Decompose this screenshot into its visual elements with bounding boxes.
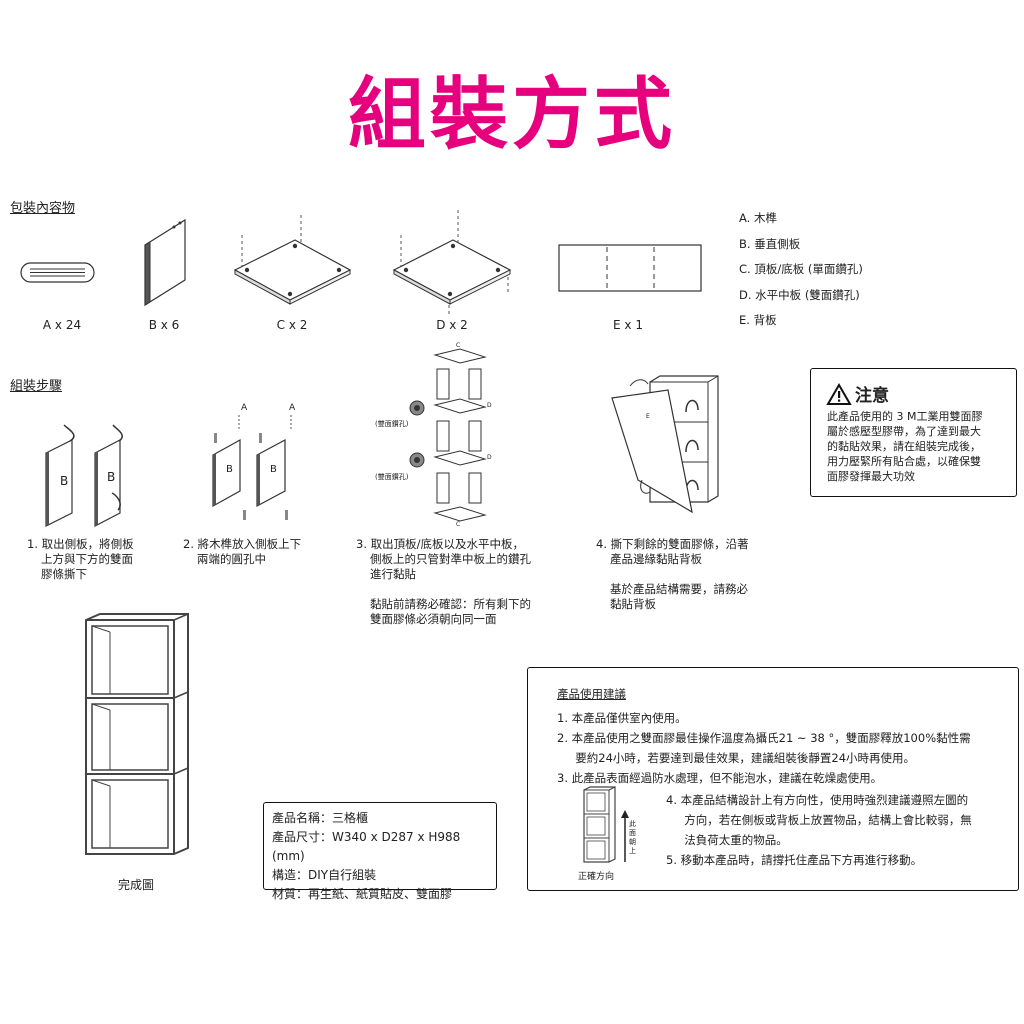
usage-item: 方向，若在側板或背板上放置物品，結構上會比較弱，無 — [666, 813, 972, 827]
top-panel-illustration — [233, 215, 352, 305]
step-4-line: 黏貼背板 — [610, 597, 656, 611]
notice-box: 注意 此產品使用的 3 M工業用雙面膠 屬於感壓型膠帶，為了達到最大 的黏貼效果… — [810, 368, 1017, 497]
step-3-line: 進行黏貼 — [370, 567, 416, 581]
step-3-line: 雙面膠條必須朝向同一面 — [370, 612, 497, 626]
arrow-label-char: 上 — [629, 847, 636, 855]
notice-title: 注意 — [855, 386, 889, 406]
step3-bottom-label: C — [456, 521, 461, 528]
direction-cabinet-illustration — [583, 786, 616, 863]
finished-label: 完成圖 — [118, 878, 155, 892]
notice-line: 此產品使用的 3 M工業用雙面膠 — [827, 410, 983, 423]
product-size: 產品尺寸：W340 x D287 x H988 (mm) — [272, 830, 461, 863]
step-3-line: 側板上的只管對準中板上的鑽孔 — [370, 552, 531, 566]
legend-item: B. 垂直側板 — [739, 236, 801, 251]
middle-panel-illustration — [392, 210, 512, 315]
legend-item: C. 頂板/底板 (單面鑽孔) — [739, 262, 863, 276]
step2-panel-label-2: B — [270, 464, 277, 475]
direction-label: 正確方向 — [578, 872, 615, 882]
notice-line: 屬於感壓型膠帶，為了達到最大 — [827, 425, 981, 438]
usage-item: 5. 移動本產品時，請撐托住產品下方再進行移動。 — [666, 853, 923, 867]
arrow-label-char: 面 — [629, 829, 636, 837]
usage-item: 1. 本產品僅供室內使用。 — [557, 711, 687, 725]
step4-back-label: E — [646, 413, 650, 420]
usage-item: 要約24小時，若要達到最佳效果，建議組裝後靜置24小時再使用。 — [557, 751, 916, 765]
step4-diagram — [611, 375, 719, 514]
item-c-label: C x 2 — [276, 318, 308, 332]
step-3-line: 黏貼前請務必確認：所有剩下的 — [370, 597, 531, 611]
step-3-line: 3. 取出頂板/底板以及水平中板， — [356, 537, 525, 551]
product-structure: 構造：DIY自行組裝 — [272, 868, 377, 882]
arrow-label-char: 此 — [629, 820, 636, 828]
product-material: 材質：再生紙、紙質貼皮、雙面膠 — [272, 887, 453, 901]
step-3-text: 3. 取出頂板/底板以及水平中板， 側板上的只管對準中板上的鑽孔 進行黏貼 黏貼… — [356, 537, 531, 627]
notice-body: 此產品使用的 3 M工業用雙面膠 屬於感壓型膠帶，為了達到最大 的黏貼效果，請在… — [827, 409, 982, 484]
step3-top-label: C — [456, 342, 461, 349]
item-d-label: D x 2 — [436, 318, 468, 332]
product-info-box: 產品名稱：三格櫃 產品尺寸：W340 x D287 x H988 (mm) 構造… — [263, 802, 497, 901]
usage-item: 4. 本產品結構設計上有方向性，使用時強烈建議遵照左圖的 — [666, 793, 969, 807]
up-arrow-icon — [621, 810, 629, 862]
step-1-text: 1. 取出側板，將側板 上方與下方的雙面 膠條撕下 — [27, 537, 134, 582]
step-4-line: 產品邊緣黏貼背板 — [610, 552, 702, 566]
notice-header: 注意 — [826, 381, 889, 406]
step3-hole-label-2: (雙面鑽孔) — [375, 473, 409, 481]
item-b-label: B x 6 — [148, 318, 180, 332]
notice-line: 面膠發揮最大功效 — [827, 470, 915, 483]
arrow-label: 此 面 朝 上 — [629, 820, 637, 856]
step-2-line: 兩端的圓孔中 — [197, 552, 266, 566]
step-4-line: 基於產品結構需要，請務必 — [610, 582, 748, 596]
usage-box: 產品使用建議 1. 本產品僅供室內使用。 2. 本產品使用之雙面膠最佳操作溫度為… — [527, 667, 1019, 891]
legend-item: D. 水平中板 (雙面鑽孔) — [739, 287, 860, 302]
step2-dowel-label-1: A — [241, 403, 248, 413]
usage-list-lower: 4. 本產品結構設計上有方向性，使用時強烈建議遵照左圖的 方向，若在側板或背板上… — [666, 790, 972, 870]
usage-heading: 產品使用建議 — [557, 687, 626, 701]
item-a-label: A x 24 — [42, 318, 82, 332]
side-panel-illustration — [144, 218, 186, 307]
step2-diagram — [212, 415, 292, 520]
step-4-text: 4. 撕下剩餘的雙面膠條，沿著 產品邊緣黏貼背板 基於產品結構需要，請務必 黏貼… — [596, 537, 749, 612]
usage-item: 法負荷太重的物品。 — [666, 833, 788, 847]
step-4-line — [596, 567, 749, 582]
contents-heading: 包裝內容物 — [10, 201, 76, 216]
back-panel-illustration — [558, 244, 702, 292]
step3-mid-label-1: D — [487, 402, 492, 409]
arrow-label-char: 朝 — [629, 838, 636, 846]
finished-cabinet-illustration — [85, 613, 189, 855]
step-1-line: 1. 取出側板，將側板 — [27, 537, 134, 551]
notice-line: 的黏貼效果，請在組裝完成後， — [827, 440, 981, 453]
steps-heading: 組裝步驟 — [10, 379, 63, 394]
page-title: 組裝方式 — [347, 70, 676, 160]
step-1-line: 膠條撕下 — [41, 567, 87, 581]
step-2-text: 2. 將木榫放入側板上下 兩端的圓孔中 — [183, 537, 301, 567]
step-3-line — [356, 582, 531, 597]
step2-panel-label-1: B — [226, 464, 233, 475]
usage-list: 產品使用建議 1. 本產品僅供室內使用。 2. 本產品使用之雙面膠最佳操作溫度為… — [557, 684, 971, 788]
item-e-label: E x 1 — [613, 318, 643, 332]
step1-panel-label-1: B — [60, 474, 69, 488]
warning-icon — [826, 382, 852, 405]
dowel-illustration — [20, 262, 95, 283]
step-1-line: 上方與下方的雙面 — [41, 552, 133, 566]
usage-item: 2. 本產品使用之雙面膠最佳操作溫度為攝氏21 ~ 38 °，雙面膠釋放100%… — [557, 731, 971, 745]
step1-diagram — [45, 424, 124, 527]
step3-diagram — [409, 348, 487, 522]
step3-mid-label-2: D — [487, 454, 492, 461]
notice-line: 用力壓緊所有貼合處，以確保雙 — [827, 455, 981, 468]
parts-legend: A. 木榫 B. 垂直側板 C. 頂板/底板 (單面鑽孔) D. 水平中板 (雙… — [739, 210, 863, 338]
legend-item: E. 背板 — [739, 313, 777, 327]
step3-hole-label-1: (雙面鑽孔) — [375, 420, 409, 428]
product-name: 產品名稱：三格櫃 — [272, 811, 369, 825]
step-2-line: 2. 將木榫放入側板上下 — [183, 537, 302, 551]
legend-item: A. 木榫 — [739, 211, 777, 225]
step1-panel-label-2: B — [107, 470, 116, 484]
usage-item: 3. 此產品表面經過防水處理，但不能泡水，建議在乾燥處使用。 — [557, 771, 883, 785]
step2-dowel-label-2: A — [289, 403, 296, 413]
step-4-line: 4. 撕下剩餘的雙面膠條，沿著 — [596, 537, 749, 551]
